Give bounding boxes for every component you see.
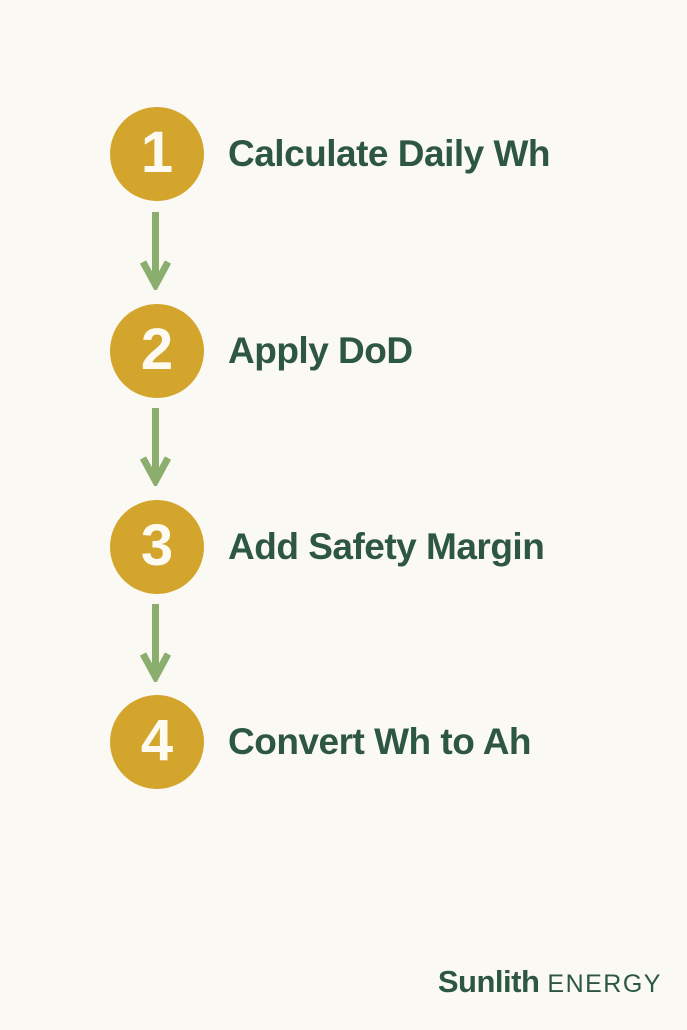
brand-suffix: ENERGY <box>547 970 662 998</box>
step-2-number: 2 <box>140 317 174 382</box>
step-3-label: Add Safety Margin <box>228 526 545 567</box>
step-2: 2 Apply DoD <box>110 304 413 398</box>
arrow-down-icon <box>140 604 171 682</box>
step-1-number-badge: 1 <box>110 107 204 201</box>
step-1: 1 Calculate Daily Wh <box>110 107 551 201</box>
step-1-number: 1 <box>140 120 174 185</box>
step-1-label: Calculate Daily Wh <box>228 133 551 174</box>
step-4-number: 4 <box>140 708 174 773</box>
step-4: 4 Convert Wh to Ah <box>110 695 532 789</box>
arrow-down-icon <box>140 408 171 486</box>
step-2-label: Apply DoD <box>228 330 413 371</box>
step-4-label: Convert Wh to Ah <box>228 721 532 762</box>
brand-name: Sunlith <box>437 964 540 999</box>
arrow-down-icon <box>140 212 171 290</box>
step-3-number-badge: 3 <box>110 500 204 594</box>
step-3: 3 Add Safety Margin <box>110 500 545 594</box>
brand-logo: Sunlith ENERGY <box>438 964 662 1000</box>
step-4-number-badge: 4 <box>110 695 204 789</box>
step-2-number-badge: 2 <box>110 304 204 398</box>
step-3-number: 3 <box>140 513 174 578</box>
